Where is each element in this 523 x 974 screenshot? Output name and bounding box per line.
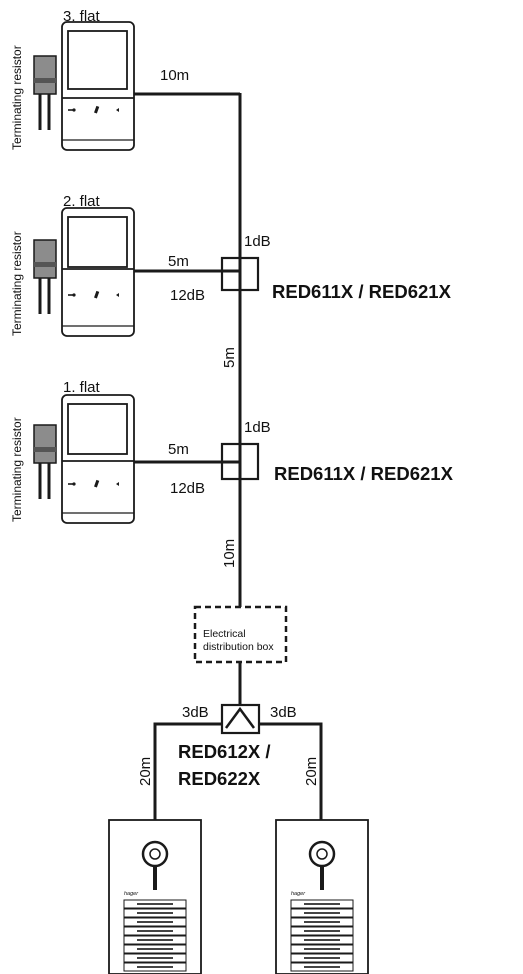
brand-label-left: hager [124,891,139,897]
flat-2-label: 2. flat [63,193,101,210]
riser-length-lower: 10m [221,539,238,568]
cable-length-flat-1: 5m [168,441,189,458]
two-way-splitter [153,703,323,820]
flat-3-label: 3. flat [63,8,101,25]
splitter-loss-left: 3dB [182,704,209,721]
through-loss-lower: 1dB [244,419,271,436]
flat-2: 2. flat Terminating resistor 5m 12dB 1dB… [10,193,452,337]
indoor-monitor-flat-1 [61,394,135,524]
flat-1-label: 1. flat [63,379,101,396]
splitter-model-line2: RED622X [178,768,261,789]
tap-loss-flat-2: 12dB [170,287,205,304]
splitter-loss-right: 3dB [270,704,297,721]
indoor-monitor-flat-2 [61,207,135,337]
bus-left [153,722,222,820]
tap-splitter-upper [220,256,260,292]
outdoor-cable-left: 20m [137,757,154,786]
resistor-label-2: Terminating resistor [10,231,24,336]
terminating-resistor-2 [33,239,57,314]
tap-splitter-lower [220,442,260,481]
distribution-box-line2: distribution box [203,641,274,653]
splitter-model-line1: RED612X / [178,741,271,762]
flat-1: 1. flat Terminating resistor 5m 12dB 1dB… [10,379,454,524]
resistor-label-3: Terminating resistor [10,45,24,150]
terminating-resistor-3 [33,55,57,130]
flat-3: 3. flat Terminating resistor 10m [10,8,240,151]
cable-length-flat-2: 5m [168,253,189,270]
through-loss-upper: 1dB [244,233,271,250]
tap-model-lower: RED611X / RED621X [274,463,454,484]
tap-model-upper: RED611X / RED621X [272,281,452,302]
bus-right [259,722,323,820]
outdoor-station-right: hager [275,819,369,974]
indoor-monitor-flat-3 [61,21,135,151]
tap-loss-flat-1: 12dB [170,480,205,497]
outdoor-station-left: hager [108,819,202,974]
cable-length-flat-3: 10m [160,67,189,84]
resistor-label-1: Terminating resistor [10,417,24,522]
brand-label-right: hager [291,891,306,897]
distribution-box-line1: Electrical [203,628,246,640]
distribution-box: Electrical distribution box [193,605,288,664]
riser-length-upper: 5m [221,347,238,368]
outdoor-cable-right: 20m [303,757,320,786]
terminating-resistor-1 [33,424,57,499]
